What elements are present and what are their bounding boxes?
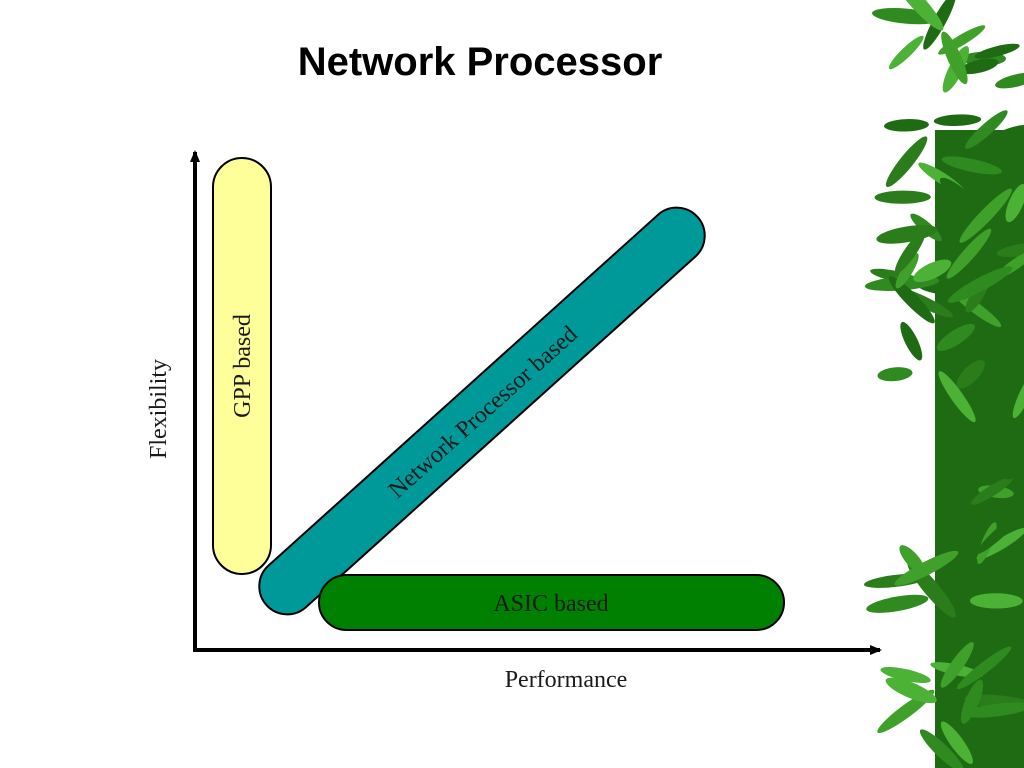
bamboo-leaf [913,259,952,283]
bamboo-leaf [888,276,935,324]
bamboo-leaf [866,594,929,613]
bamboo-leaf [965,110,1008,149]
bamboo-leaf [895,253,919,289]
bamboo-leaf [885,677,937,704]
bamboo-leaf [947,412,976,450]
bamboo-leaf [888,35,924,70]
bamboo-leaf [956,646,1012,690]
bamboo-leaf [982,125,1024,149]
bamboo-leaf [938,371,976,423]
bamboo-leaf [891,0,944,31]
bamboo-leaf [976,527,1024,560]
bamboo-leaf [956,359,985,389]
bamboo-leaves-decoration [864,0,1024,768]
bamboo-leaf [969,593,1023,609]
bamboo-leaf [936,323,975,351]
bamboo-leaf [1012,372,1024,419]
bamboo-leaf [960,679,984,724]
bamboo-leaf [962,702,1024,718]
bamboo-leaf [880,667,931,683]
bamboo-leaf [946,228,992,279]
asic-label: ASIC based [493,591,608,617]
bamboo-leaf [941,31,968,85]
bamboo-leaf [877,367,913,382]
bamboo-leaf [940,642,974,688]
bamboo-leaf [995,72,1024,89]
bamboo-leaf [940,721,973,764]
x-axis-label: Performance [505,667,628,693]
bamboo-leaf [894,230,926,274]
bamboo-leaf [960,58,999,75]
slide-title: Network Processor [297,40,663,84]
asic-region [318,574,785,631]
bamboo-leaf [970,476,1013,505]
bamboo-leaf [939,177,976,209]
bamboo-leaf [899,545,926,574]
bamboo-leaf [884,119,929,132]
bamboo-leaf [1002,456,1024,480]
bamboo-leaf [919,729,964,768]
bamboo-leaf [885,136,928,187]
gpp-region [212,157,272,575]
bamboo-leaf [933,114,982,127]
bamboo-leaf [947,266,1013,303]
y-axis-label: Flexibility [146,359,172,459]
network-processor-label: Network Processor based [384,321,583,504]
bamboo-leaf [959,188,1012,243]
bamboo-leaf [894,550,959,586]
bamboo-leaf [941,156,1002,175]
bamboo-leaf [1005,183,1024,223]
gpp-label: GPP based [230,314,256,418]
bamboo-leaf [876,225,938,244]
bamboo-leaf [974,43,1020,59]
bamboo-leaf [980,220,1006,271]
bamboo-leaf [976,510,1024,555]
network-processor-region [258,206,706,616]
bamboo-leaf [874,190,931,204]
bamboo-leaf [979,715,1024,741]
bamboo-leaf [900,321,923,361]
